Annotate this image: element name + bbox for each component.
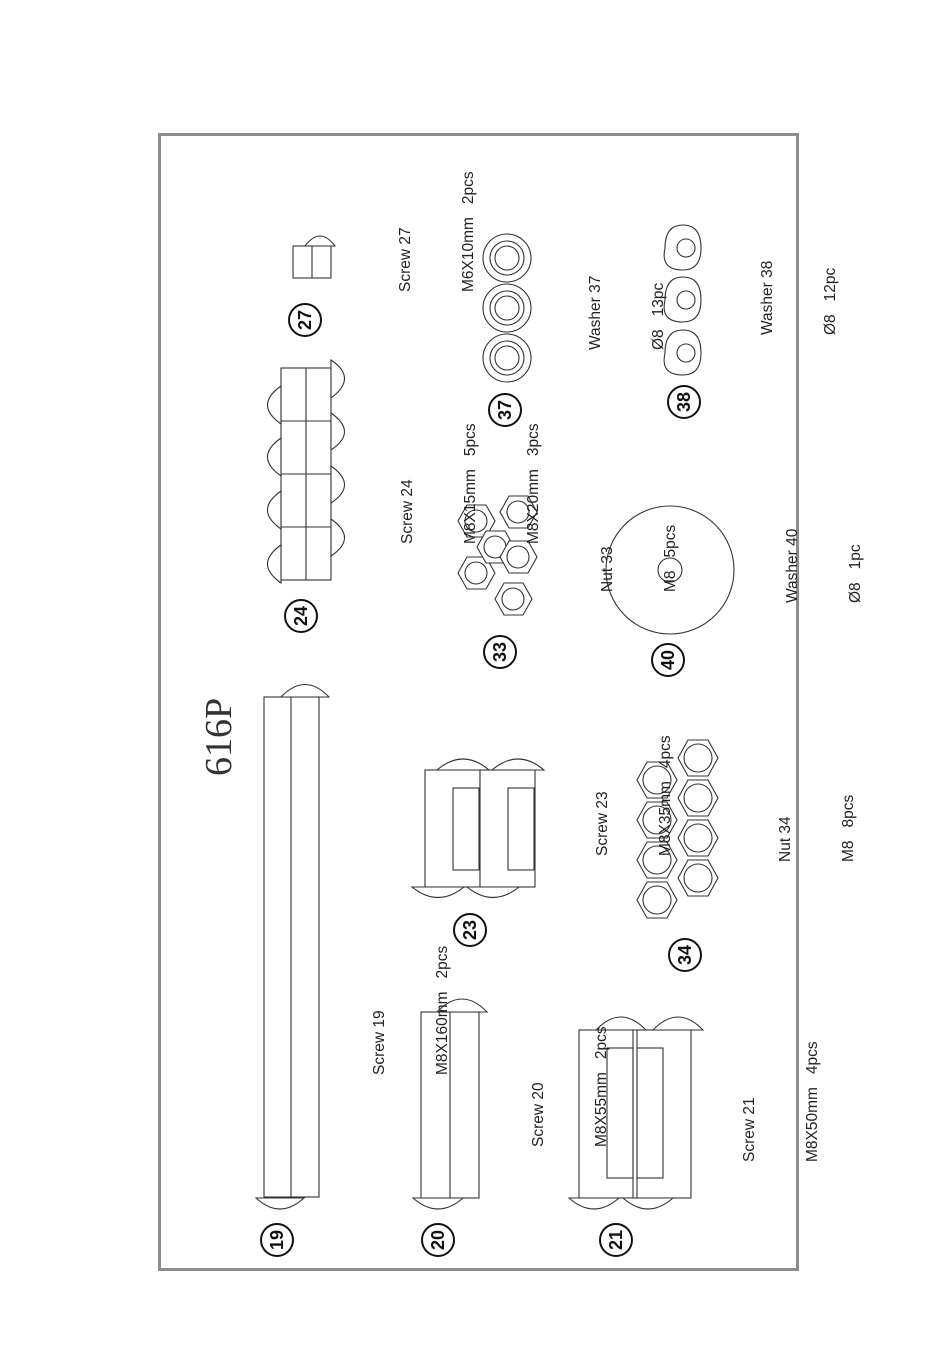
parts-frame: [158, 133, 799, 1271]
part-badge-23: 23: [453, 913, 487, 947]
part-label-24: Screw 24 M8X15mm 5pcs M8X20mm 3pcs: [355, 423, 586, 544]
part-name: Screw 20: [530, 1082, 547, 1147]
part-badge-37: 37: [488, 393, 522, 427]
part-label-27: Screw 27 M6X10mm 2pcs: [353, 171, 521, 292]
part-badge-24: 24: [284, 599, 318, 633]
part-spec: M8X35mm 4pcs: [657, 735, 674, 856]
part-label-23: Screw 23 M8X35mm 4pcs: [550, 735, 718, 856]
part-spec: M8X55mm 2pcs: [593, 1026, 610, 1147]
part-spec: M8 8pcs: [840, 794, 857, 862]
part-label-33: Nut 33 M8 5pcs: [555, 525, 723, 592]
part-spec: M8 5pcs: [662, 524, 679, 592]
part-name: Screw 19: [371, 1010, 388, 1075]
part-spec: M8X20mm 3pcs: [525, 423, 542, 544]
nut-34-drawing: [636, 739, 719, 919]
part-spec: Ø8 1pc: [847, 544, 864, 603]
screw-27-drawing: [292, 235, 337, 279]
screw-23-drawing: [410, 758, 546, 899]
nut-33-drawing: [457, 495, 538, 616]
part-badge-27: 27: [288, 303, 322, 337]
part-name: Screw 27: [397, 227, 414, 292]
part-label-34: Nut 34 M8 8pcs: [733, 795, 901, 862]
part-name: Washer 40: [784, 528, 801, 603]
part-name: Washer 38: [759, 260, 776, 335]
screw-19-drawing: [254, 683, 331, 1210]
part-name: Screw 21: [741, 1097, 758, 1162]
part-name: Screw 24: [399, 479, 416, 544]
part-badge-21: 21: [599, 1223, 633, 1257]
part-label-37: Washer 37 Ø8 13pc: [543, 276, 711, 350]
part-name: Screw 23: [594, 791, 611, 856]
part-name: Washer 37: [587, 275, 604, 350]
screw-21-drawing: [567, 1016, 705, 1210]
part-badge-20: 20: [421, 1223, 455, 1257]
part-badge-33: 33: [483, 635, 517, 669]
part-spec: M8X15mm 5pcs: [462, 423, 479, 544]
part-spec: M8X160mm 2pcs: [434, 945, 451, 1075]
screw-20-drawing: [411, 998, 489, 1210]
screw-24-drawing: [266, 358, 346, 585]
part-badge-19: 19: [260, 1223, 294, 1257]
part-spec: Ø8 13pc: [650, 282, 667, 350]
part-label-21: Screw 21 M8X50mm 4pcs: [697, 1041, 865, 1162]
part-spec: Ø8 12pc: [822, 267, 839, 335]
page-title: 616P: [198, 697, 240, 776]
part-name: Nut 33: [599, 546, 616, 592]
part-badge-34: 34: [668, 938, 702, 972]
part-spec: M6X10mm 2pcs: [460, 171, 477, 292]
washer-38-drawing: [663, 224, 702, 376]
part-name: Nut 34: [777, 816, 794, 862]
part-label-40: Washer 40 Ø8 1pc: [740, 529, 908, 603]
washer-40-drawing: [605, 505, 735, 635]
part-spec: M8X50mm 4pcs: [804, 1041, 821, 1162]
part-label-38: Washer 38 Ø8 12pc: [715, 261, 883, 335]
washer-37-drawing: [482, 233, 532, 383]
part-label-20: Screw 20 M8X55mm 2pcs: [486, 1026, 654, 1147]
part-label-19: Screw 19 M8X160mm 2pcs: [327, 946, 495, 1075]
part-badge-38: 38: [667, 385, 701, 419]
part-badge-40: 40: [651, 643, 685, 677]
